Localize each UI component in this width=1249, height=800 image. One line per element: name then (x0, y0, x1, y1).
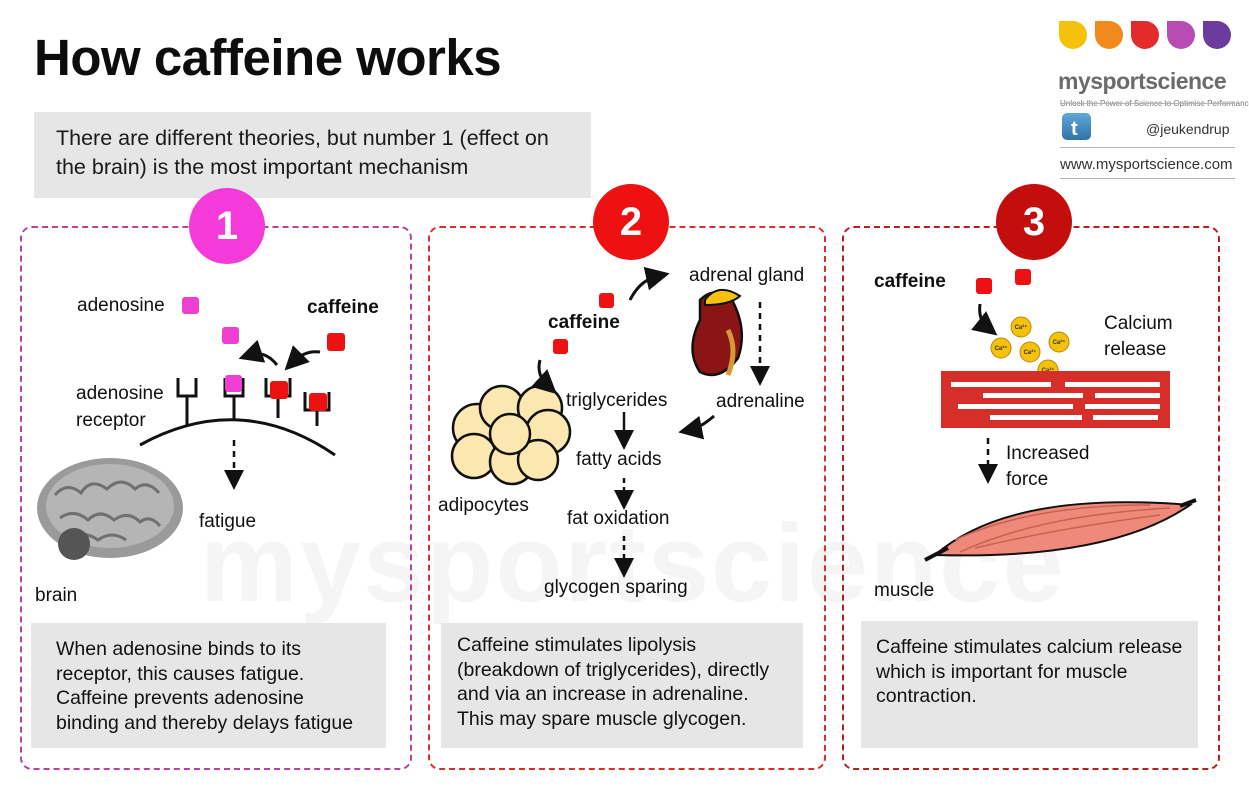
caption-brain: When adenosine binds to its receptor, th… (31, 623, 386, 748)
divider (1060, 147, 1235, 148)
muscle-icon (924, 498, 1197, 562)
label-increased-force: Increased force (1006, 443, 1090, 490)
brand-dot (1131, 21, 1159, 49)
calcium-ion-label: Ca²⁺ (1053, 339, 1066, 346)
caffeine-molecule (976, 278, 992, 294)
label-brain: brain (35, 585, 78, 606)
brain-icon (37, 458, 183, 560)
caption-calcium: Caffeine stimulates calcium release whic… (861, 621, 1198, 748)
arrow-icon (971, 303, 998, 336)
label-caffeine: caffeine (307, 297, 379, 318)
label-fat-oxidation: fat oxidation (567, 508, 670, 529)
brand-dot (1167, 21, 1195, 49)
label-adrenaline: adrenaline (716, 391, 805, 412)
calcium-ion-label: Ca²⁺ (1024, 349, 1037, 356)
calcium-ion-label: Ca²⁺ (995, 345, 1008, 352)
page-title: How caffeine works (34, 29, 502, 86)
step-number-1: 1 (189, 188, 265, 264)
calcium-ion-label: Ca²⁺ (1042, 367, 1055, 374)
sarcoplasmic-reticulum-icon (941, 371, 1170, 428)
brand-dots-icon (1059, 21, 1231, 49)
arrow-icon (284, 345, 321, 371)
adenosine-molecule (222, 327, 239, 344)
twitter-handle[interactable]: @jeukendrup (1146, 121, 1230, 137)
arrow-icon (238, 339, 279, 366)
brand-name: mysportscience (1058, 68, 1227, 94)
caffeine-molecule (327, 333, 345, 351)
label-adipocytes: adipocytes (438, 495, 529, 516)
svg-text:t: t (1071, 118, 1078, 140)
arrow-icon (678, 414, 715, 440)
brand-dot (1059, 21, 1087, 49)
caffeine-molecule (553, 339, 568, 354)
label-calcium-release: Calcium release (1104, 313, 1173, 360)
brand-dot (1203, 21, 1231, 49)
label-glycogen-sparing: glycogen sparing (544, 577, 688, 598)
label-fatigue: fatigue (199, 511, 257, 532)
calcium-ion-icon (990, 316, 1070, 381)
arrow-icon (628, 266, 670, 301)
step-number-2: 2 (593, 184, 669, 260)
caffeine-molecule (1015, 269, 1031, 285)
website-link[interactable]: www.mysportscience.com (1060, 156, 1233, 173)
intro-box: There are different theories, but number… (34, 112, 591, 198)
divider (1060, 178, 1235, 179)
twitter-icon[interactable]: t (1062, 113, 1091, 140)
divider (1060, 103, 1235, 104)
cell-membrane (139, 418, 336, 457)
adenosine-molecule (225, 375, 242, 392)
caption-lipolysis: Caffeine stimulates lipolysis (breakdown… (441, 623, 803, 748)
label-triglycerides: triglycerides (566, 390, 668, 411)
caffeine-molecule (309, 393, 327, 411)
label-adenosine: adenosine (77, 295, 165, 316)
step-number-3: 3 (996, 184, 1072, 260)
calcium-ion-label: Ca²⁺ (1015, 324, 1028, 331)
adenosine-receptor-icon (176, 378, 331, 426)
adipocytes-icon (450, 384, 572, 486)
label-caffeine: caffeine (548, 312, 620, 333)
adrenal-gland-icon (691, 289, 744, 377)
caffeine-molecule (270, 381, 288, 399)
label-adrenal-gland: adrenal gland (689, 265, 805, 286)
arrow-icon (531, 359, 557, 395)
label-adenosine-receptor: adenosine receptor (76, 383, 164, 431)
caffeine-molecule (599, 293, 614, 308)
brand-dot (1095, 21, 1123, 49)
adenosine-molecule (182, 297, 199, 314)
label-fatty-acids: fatty acids (576, 449, 662, 470)
label-muscle: muscle (874, 580, 935, 601)
label-caffeine: caffeine (874, 271, 946, 292)
